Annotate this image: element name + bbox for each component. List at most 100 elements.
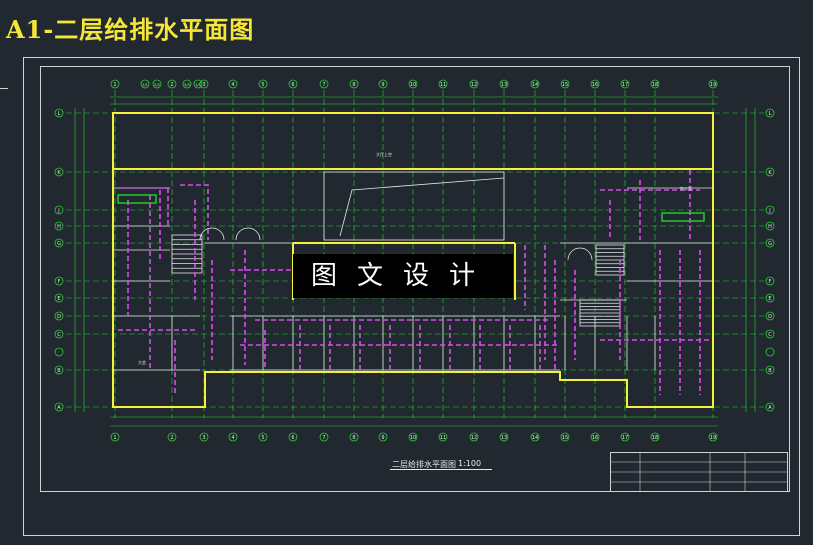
column-label: 12 bbox=[471, 82, 477, 88]
column-bubble bbox=[288, 79, 298, 89]
column-label: 14 bbox=[532, 82, 538, 88]
column-bubble bbox=[378, 432, 388, 442]
watermark: 图文设计 bbox=[293, 254, 513, 298]
column-bubble bbox=[110, 432, 120, 442]
column-label: 1 bbox=[113, 435, 116, 441]
row-bubble bbox=[765, 311, 775, 321]
outer-border bbox=[23, 57, 800, 536]
column-label: 1 bbox=[113, 82, 116, 88]
column-label: 4 bbox=[231, 435, 234, 441]
column-label-extra: 1/1 bbox=[195, 83, 201, 87]
column-label: 14 bbox=[532, 435, 538, 441]
row-bubble bbox=[765, 205, 775, 215]
column-bubble bbox=[110, 79, 120, 89]
row-bubble bbox=[54, 329, 64, 339]
column-bubble bbox=[288, 432, 298, 442]
column-label: 5 bbox=[261, 82, 264, 88]
column-bubble bbox=[199, 79, 209, 89]
row-bubble bbox=[54, 205, 64, 215]
row-bubble bbox=[765, 365, 775, 375]
column-bubble bbox=[620, 432, 630, 442]
column-bubble bbox=[650, 79, 660, 89]
column-bubble bbox=[620, 79, 630, 89]
column-label: 4 bbox=[231, 82, 234, 88]
row-bubble-extra bbox=[54, 347, 64, 357]
row-bubble bbox=[765, 293, 775, 303]
column-label: 15 bbox=[562, 82, 568, 88]
row-bubble bbox=[765, 167, 775, 177]
column-bubble bbox=[167, 79, 177, 89]
column-label: 18 bbox=[652, 82, 658, 88]
column-bubble bbox=[258, 79, 268, 89]
row-label: C bbox=[57, 332, 61, 338]
column-label: 16 bbox=[592, 435, 598, 441]
column-bubble bbox=[408, 432, 418, 442]
column-label: 8 bbox=[352, 435, 355, 441]
column-bubble bbox=[438, 432, 448, 442]
column-bubble bbox=[258, 432, 268, 442]
column-bubble bbox=[650, 432, 660, 442]
column-bubble-extra bbox=[182, 79, 192, 89]
row-bubble bbox=[765, 402, 775, 412]
column-label: 12 bbox=[471, 435, 477, 441]
row-label: B bbox=[57, 368, 61, 374]
column-bubble-extra bbox=[193, 79, 203, 89]
walls bbox=[112, 112, 714, 408]
atrium-diagonal bbox=[339, 177, 505, 237]
row-label: G bbox=[57, 241, 61, 247]
column-label: 6 bbox=[291, 435, 294, 441]
row-bubble bbox=[54, 167, 64, 177]
column-bubble bbox=[319, 79, 329, 89]
column-bubble bbox=[560, 79, 570, 89]
column-label: 3 bbox=[202, 82, 205, 88]
fixture-group bbox=[117, 194, 157, 204]
column-label: 11 bbox=[440, 82, 446, 88]
column-bubble bbox=[560, 432, 570, 442]
column-label: 11 bbox=[440, 435, 446, 441]
row-label: G bbox=[768, 241, 772, 247]
column-bubble bbox=[708, 79, 718, 89]
row-bubble bbox=[54, 402, 64, 412]
row-label: D bbox=[768, 314, 772, 320]
column-bubble bbox=[167, 432, 177, 442]
drawing-caption: 二层给排水平面图 bbox=[392, 460, 456, 469]
column-bubble-extra bbox=[140, 79, 150, 89]
column-label: 15 bbox=[562, 435, 568, 441]
row-bubble bbox=[54, 238, 64, 248]
column-bubble bbox=[469, 79, 479, 89]
column-bubble bbox=[708, 432, 718, 442]
row-label: F bbox=[58, 279, 61, 285]
column-label: 2 bbox=[170, 82, 173, 88]
column-label: 10 bbox=[410, 435, 416, 441]
inner-border bbox=[40, 66, 790, 492]
column-bubble bbox=[438, 79, 448, 89]
round-room bbox=[567, 247, 593, 261]
row-label: D bbox=[57, 314, 61, 320]
column-bubble-extra bbox=[152, 79, 162, 89]
column-label: 6 bbox=[291, 82, 294, 88]
room-label: 办公室 bbox=[680, 185, 692, 191]
column-bubble bbox=[199, 432, 209, 442]
row-label: L bbox=[58, 111, 61, 117]
room-label: 大厅上空 bbox=[376, 151, 392, 157]
column-label: 5 bbox=[261, 435, 264, 441]
column-label: 16 bbox=[592, 82, 598, 88]
column-label-extra: 1/1 bbox=[142, 83, 148, 87]
row-label: A bbox=[768, 405, 772, 411]
column-label: 17 bbox=[622, 82, 628, 88]
drawing-title: A1-二层给排水平面图 bbox=[6, 15, 255, 44]
column-bubble bbox=[469, 432, 479, 442]
edge-tick bbox=[0, 88, 8, 89]
row-bubble bbox=[765, 276, 775, 286]
column-bubble bbox=[590, 79, 600, 89]
column-bubble bbox=[530, 432, 540, 442]
row-label: E bbox=[57, 296, 60, 302]
pipe-run bbox=[180, 184, 209, 240]
drawing-scale: 1:100 bbox=[458, 459, 482, 468]
column-label: 2 bbox=[170, 435, 173, 441]
caption-underline bbox=[390, 469, 492, 470]
row-bubble bbox=[765, 238, 775, 248]
round-room bbox=[199, 227, 261, 241]
row-bubble bbox=[54, 108, 64, 118]
title-block bbox=[610, 452, 788, 492]
